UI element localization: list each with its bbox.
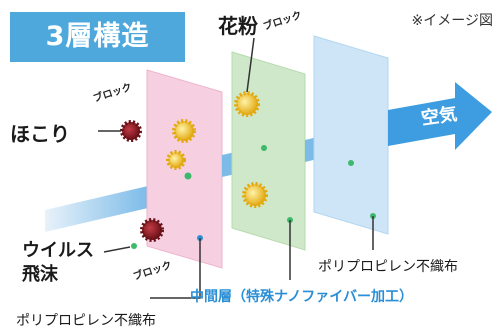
title-box [10,12,185,62]
middle-layer-label: 中間層（特殊ナノファイバー加工） [190,289,414,305]
droplet [261,145,267,151]
leader-pollen [246,37,255,93]
leader-front-layer [150,238,201,299]
dust-particle [120,120,142,142]
dust-label: ほこり [10,122,70,146]
pollen-particle [172,119,196,143]
front-layer-label: ポリプロピレン不織布 [16,313,156,329]
virus-label-line1: ウイルス [22,240,94,261]
title-text: 3層構造 [45,21,150,52]
image-note: ※イメージ図 [411,13,493,29]
front-layer [146,69,223,269]
droplet [184,172,192,180]
back-layer-label: ポリプロピレン不織布 [318,259,458,275]
middle-layer [231,51,306,251]
droplet [348,160,354,166]
droplet [131,243,137,249]
leader-virus [103,246,131,253]
air-inflow-band [45,186,148,232]
virus-label-line2: 飛沫 [22,264,58,285]
pollen-particle [166,150,186,170]
back-layer [313,35,389,235]
pollen-particles [166,91,268,208]
leader-lines [98,37,374,299]
air-arrow [388,82,492,150]
air-label: 空気 [420,103,459,130]
virus-particle [140,218,164,242]
pollen-particle [242,182,268,208]
pollen-label: 花粉 [218,14,258,38]
pollen-particle [234,91,260,117]
dust-particles [120,120,164,242]
